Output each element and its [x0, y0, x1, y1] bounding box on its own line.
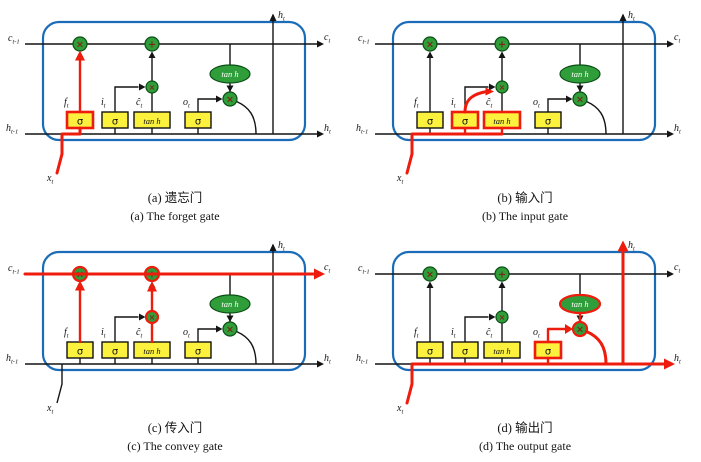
input-gate-highlight — [405, 87, 522, 175]
caption-en: (c) The convey gate — [127, 439, 223, 453]
lstm-base-use — [5, 8, 333, 187]
lstm-diagram-convey-gate — [5, 238, 333, 417]
lstm-base-use — [5, 238, 333, 417]
caption-en: (a) The forget gate — [130, 209, 220, 223]
caption-forget-gate: (a) 遗忘门 (a) The forget gate — [130, 191, 219, 223]
lstm-diagram-output-gate — [355, 238, 683, 417]
panel-convey-gate: (c) 传入门 (c) The convey gate — [0, 232, 350, 462]
lstm-diagram-input-gate — [355, 8, 683, 187]
caption-zh: (b) 输入门 — [497, 191, 553, 205]
caption-en: (d) The output gate — [478, 439, 572, 453]
caption-en: (b) The input gate — [481, 209, 569, 223]
panel-output-gate: (d) 输出门 (d) The output gate — [350, 232, 700, 462]
output-gate-highlight — [405, 240, 675, 405]
panel-forget-gate: (a) 遗忘门 (a) The forget gate — [0, 2, 350, 232]
convey-gate-highlight — [23, 265, 325, 344]
caption-convey-gate: (c) 传入门 (c) The convey gate — [127, 421, 222, 453]
caption-zh: (c) 传入门 — [147, 421, 203, 435]
lstm-base-use — [355, 238, 683, 417]
lstm-diagram-forget-gate — [5, 8, 333, 187]
lstm-base-use — [355, 8, 683, 187]
caption-input-gate: (b) 输入门 (b) The input gate — [482, 191, 568, 223]
caption-output-gate: (d) 输出门 (d) The output gate — [479, 421, 571, 453]
caption-zh: (d) 输出门 — [497, 421, 553, 435]
caption-zh: (a) 遗忘门 — [147, 191, 203, 205]
forget-gate-highlight — [55, 50, 95, 175]
panel-input-gate: (b) 输入门 (b) The input gate — [350, 2, 700, 232]
